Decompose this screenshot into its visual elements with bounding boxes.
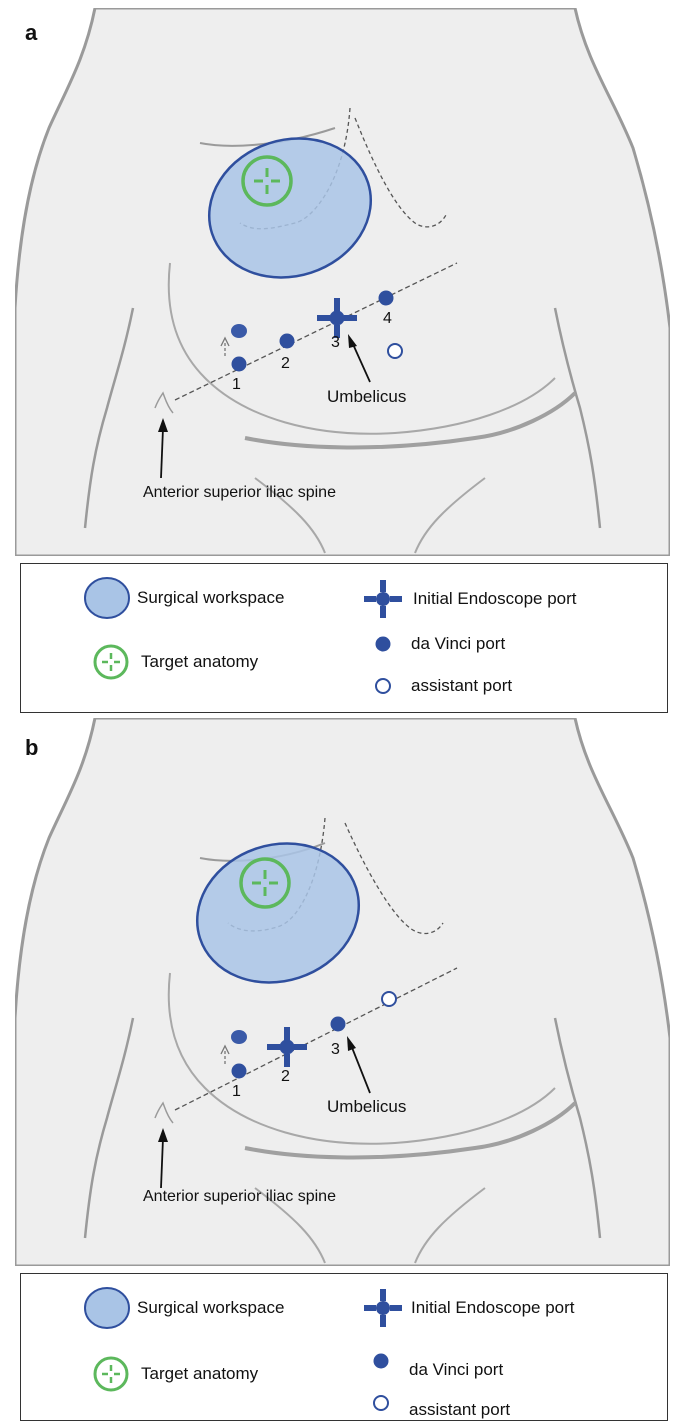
da-vinci-port-1 [231, 356, 247, 372]
legend-label: Target anatomy [141, 1364, 259, 1383]
endoscope-port-icon [267, 1027, 307, 1067]
iliac-spine-label: Anterior superior iliac spine [143, 484, 336, 501]
torso-diagram-a: 1 2 3 4 Umbelicus Anterior superior ilia… [15, 8, 670, 556]
da-vinci-port-2 [279, 333, 295, 349]
torso-diagram-b: 1 2 3 Umbelicus Anterior superior iliac … [15, 718, 670, 1266]
legend-label: assistant port [411, 676, 513, 695]
port-number: 2 [281, 355, 290, 372]
target-anatomy-icon [241, 155, 293, 207]
target-anatomy-icon [93, 644, 129, 680]
legend-item-endoscope: Initial Endoscope port [363, 579, 577, 619]
legend-item-assistant: assistant port [373, 676, 512, 696]
da-vinci-port-icon [373, 1353, 389, 1369]
legend-item-workspace: Surgical workspace [83, 1286, 284, 1330]
surgical-workspace-icon [84, 577, 130, 619]
port-number: 4 [383, 310, 392, 327]
surgical-workspace [195, 842, 361, 984]
legend-item-davinci: da Vinci port [373, 634, 505, 654]
target-anatomy-icon [93, 1356, 129, 1392]
da-vinci-port-alt [231, 324, 247, 338]
da-vinci-port-3 [330, 1016, 346, 1032]
assistant-port-icon [375, 678, 391, 694]
assistant-port [387, 343, 403, 359]
endoscope-port-icon [317, 298, 357, 338]
legend-label: Target anatomy [141, 652, 259, 671]
port-number: 3 [331, 334, 340, 351]
port-number: 1 [232, 376, 241, 393]
legend-item-workspace: Surgical workspace [83, 576, 284, 620]
port-number: 3 [331, 1041, 340, 1058]
legend-label: assistant port [409, 1400, 511, 1419]
surgical-workspace-icon [84, 1287, 130, 1329]
legend-item-target: Target anatomy [91, 1354, 258, 1394]
umbilicus-label: Umbelicus [327, 1097, 406, 1116]
target-anatomy-icon [239, 857, 291, 909]
legend-label: Initial Endoscope port [411, 1298, 575, 1317]
assistant-port-icon [373, 1395, 389, 1411]
legend-item-assistant: assistant port [371, 1386, 510, 1420]
port-number: 2 [281, 1068, 290, 1085]
surgical-workspace [207, 137, 373, 279]
legend-b: Surgical workspace Target anatomy Initia… [20, 1273, 668, 1421]
legend-label: Surgical workspace [137, 588, 285, 607]
panel-letter-b: b [25, 735, 39, 760]
legend-item-endoscope: Initial Endoscope port [363, 1288, 575, 1328]
iliac-spine-label: Anterior superior iliac spine [143, 1188, 336, 1205]
legend-item-target: Target anatomy [91, 642, 258, 682]
legend-label: da Vinci port [409, 1360, 504, 1379]
da-vinci-port-1 [231, 1063, 247, 1079]
torso-silhouette [15, 718, 670, 1266]
assistant-port [381, 991, 397, 1007]
port-number: 1 [232, 1083, 241, 1100]
umbilicus-label: Umbelicus [327, 387, 406, 406]
da-vinci-port-4 [378, 290, 394, 306]
torso-silhouette [15, 8, 670, 556]
legend-label: Initial Endoscope port [413, 589, 577, 608]
legend-label: Surgical workspace [137, 1298, 285, 1317]
da-vinci-port-alt [231, 1030, 247, 1044]
endoscope-port-icon [364, 580, 402, 618]
legend-label: da Vinci port [411, 634, 506, 653]
da-vinci-port-icon [375, 636, 391, 652]
legend-item-davinci: da Vinci port [371, 1342, 503, 1380]
legend-a: Surgical workspace Target anatomy Initia… [20, 563, 668, 713]
endoscope-port-icon [364, 1289, 402, 1327]
panel-letter-a: a [25, 20, 38, 45]
